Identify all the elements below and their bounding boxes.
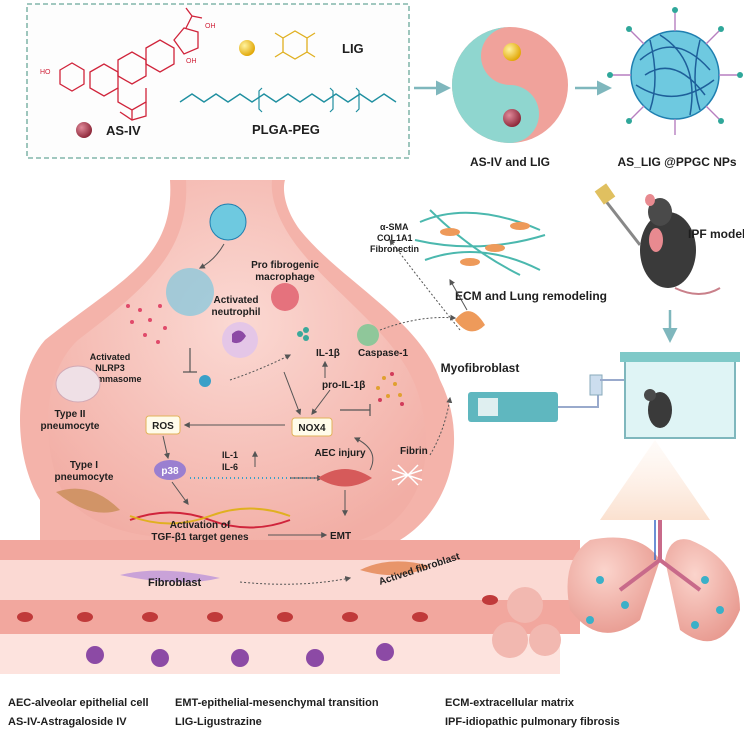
il6-label: IL-6 [222, 462, 238, 472]
legend-item-ecm: ECM-extracellular matrix [445, 697, 575, 709]
il1b-label: IL-1β [316, 348, 340, 359]
caspase-label: Caspase-1 [358, 348, 408, 359]
yin-yang-icon [452, 27, 568, 143]
neutrophil-label-2: neutrophil [212, 307, 261, 318]
il1-label: IL-1 [222, 450, 238, 460]
type1-label-2: pneumocyte [55, 472, 114, 483]
interstitium [0, 560, 580, 600]
cytokine-dots [126, 304, 167, 344]
ipf-label: IPF model [688, 227, 744, 241]
aec-label: AEC injury [314, 448, 366, 459]
asiv-sphere-icon [76, 122, 92, 138]
legend-item-emt: EMT-epithelial-mesenchymal transition [175, 697, 379, 709]
ros-box [145, 415, 181, 435]
mouse-icon [640, 194, 721, 295]
type2-cell-icon [55, 365, 101, 403]
basement-band [0, 540, 580, 560]
macrophage-icon [271, 283, 299, 311]
type1-label-1: Type I [70, 460, 98, 471]
neutrophil-label-1: Activated [213, 295, 258, 306]
type1-cell-icon [56, 488, 120, 513]
legend-item-ipf: IPF-idiopathic pulmonary fibrosis [445, 716, 620, 728]
fibroblast-label: Fibroblast [148, 577, 202, 589]
red-blood-cells [17, 595, 498, 622]
legend-item-aec: AEC-alveolar epithelial cell [8, 697, 149, 709]
tgf-label-1: Activation of [170, 520, 231, 531]
nlrp3-label-3: inflammasome [78, 374, 141, 384]
emt-label: EMT [330, 531, 351, 542]
nox4-label: NOX4 [298, 423, 326, 434]
myofibroblast-icon [455, 311, 485, 332]
asiv-molecule-icon [59, 7, 203, 121]
nanoparticle-icon [607, 7, 743, 135]
fibroblast-cell [120, 570, 220, 583]
p38-icon [154, 460, 186, 480]
type2-label-2: pneumocyte [41, 421, 100, 432]
lung-icon [567, 520, 740, 642]
remodel-label: ECM and Lung remodeling [455, 289, 607, 303]
macrophage-label-2: macrophage [255, 272, 315, 283]
capillary-lumen [0, 634, 560, 674]
plga-label: PLGA-PEG [252, 122, 320, 137]
pro-il1b-label: pro-IL-1β [322, 380, 365, 391]
exposure-chamber [624, 357, 736, 439]
alveolus-lumen [47, 180, 427, 540]
combo-label: AS-IV and LIG [470, 155, 550, 169]
syringe-icon [603, 199, 642, 246]
asiv-label: AS-IV [106, 123, 141, 138]
nlrp3-label-2: NLRP3 [95, 363, 125, 373]
type2-label-1: Type II [55, 409, 86, 420]
tgf-label-2: TGF-β1 target genes [151, 532, 249, 543]
nlrp3-icon [199, 375, 211, 387]
plga-chain-icon [179, 93, 397, 103]
lig-molecule-icon [274, 30, 316, 60]
caspase-icon [357, 324, 379, 346]
nox4-box [291, 417, 333, 437]
dna-icon [129, 511, 291, 529]
np-entering-icon [209, 203, 247, 241]
nlrp3-label-1: Activated [90, 352, 131, 362]
fibrin-label: Fibrin [400, 446, 428, 457]
leukocytes [86, 643, 394, 667]
ecm-cells [440, 222, 530, 266]
marker-label-3: Fibronectin [370, 244, 419, 254]
marker-label-1: α-SMA [380, 222, 409, 232]
p38-label: p38 [161, 466, 179, 477]
ros-label: ROS [152, 421, 174, 432]
actived-fibroblast-cell [360, 561, 430, 576]
inhibit-arrow [183, 348, 197, 373]
np-dissolving-icon [166, 268, 214, 316]
il1b-icon [297, 327, 309, 341]
oh-label: OH [205, 23, 216, 30]
oh-label-2: OH [186, 58, 197, 65]
lig-sphere-icon [239, 40, 255, 56]
legend-item-asiv: AS-IV-Astragaloside IV [8, 716, 127, 728]
macrophage-label-1: Pro fibrogenic [251, 260, 319, 271]
marker-label-2: COL1A1 [377, 233, 413, 243]
lig-label: LIG [342, 41, 364, 56]
ecm-fibers-icon [414, 209, 546, 276]
fibrin-icon [391, 464, 423, 486]
myo-label: Myofibroblast [441, 361, 520, 375]
nps-label: AS_LIG @PPGC NPs [617, 155, 736, 169]
legend-item-lig: LIG-Ligustrazine [175, 716, 262, 728]
aec-cell-icon [318, 469, 372, 487]
lig-particles [376, 376, 402, 398]
ho-label: HO [40, 69, 51, 76]
